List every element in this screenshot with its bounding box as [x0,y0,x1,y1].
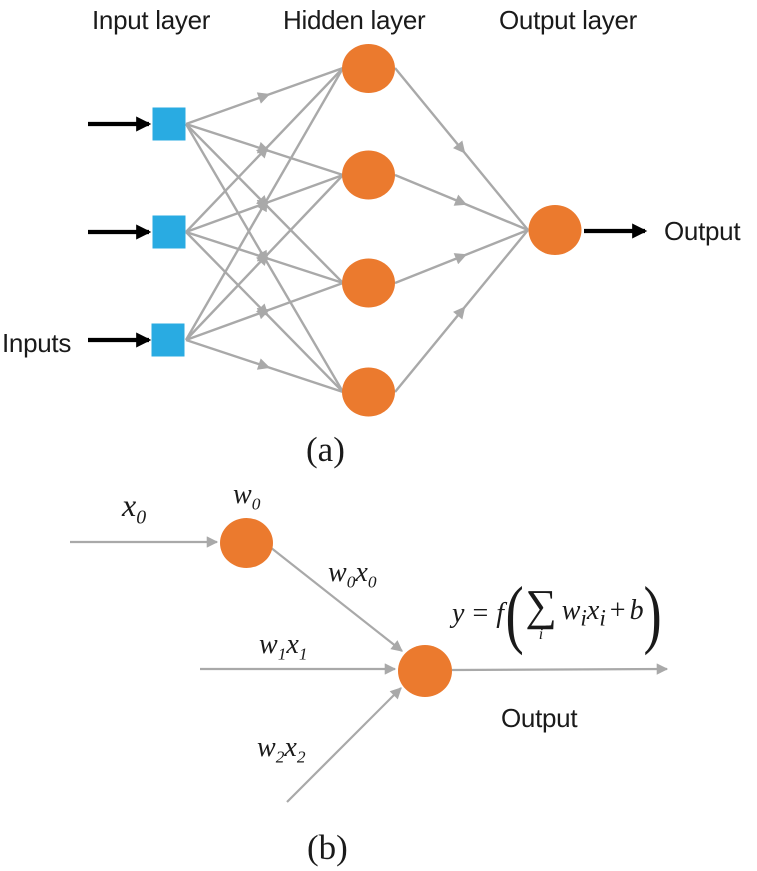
x0-label: x0 [122,487,147,529]
open-paren: ( [505,572,524,656]
output-label-a: Output [664,216,741,246]
close-paren: ) [643,572,662,656]
hidden-layer-label: Hidden layer [283,5,426,35]
w0x0-arrow [269,546,403,652]
input-layer-label: Input layer [92,5,211,35]
neuron-node [398,645,452,697]
hidden-node-2 [342,150,395,200]
connection-line [185,67,344,233]
connection-line [185,66,344,126]
a-input-hidden-connections [184,66,345,394]
hidden-node-1 [342,44,395,93]
connection-line [394,173,529,232]
connection-line [185,281,344,342]
w2x2-label: w2x2 [257,732,306,767]
summation-symbol: ∑ i [525,581,557,643]
w2x2-arrow [286,687,402,803]
neuron-formula: y = f ( ∑ i wixi+b ) [452,572,662,656]
w0x0-label: w0x0 [328,557,377,592]
connection-line [394,229,529,393]
connection-line [185,174,344,341]
weight-node [220,518,273,568]
connection-line [185,338,344,394]
connection-line [394,67,529,231]
input-node-1 [152,107,186,141]
w1x1-label: w1x1 [259,629,308,664]
w0-label: w0 [233,479,261,514]
a-hidden-output-connections [394,67,529,393]
connection-line [394,228,529,285]
caption-a: (a) [306,430,345,469]
input-node-2 [152,215,186,249]
formula-terms: wixi+b [561,595,644,632]
hidden-node-3 [342,258,395,308]
output-layer-label: Output layer [499,5,638,35]
output-node [528,205,582,255]
inputs-label: Inputs [2,328,72,358]
hidden-node-4 [342,367,395,417]
input-node-3 [151,323,185,357]
output-arrow-b [451,663,669,675]
connection-line [184,67,345,341]
output-label-b: Output [501,703,578,733]
caption-b: (b) [307,828,348,867]
